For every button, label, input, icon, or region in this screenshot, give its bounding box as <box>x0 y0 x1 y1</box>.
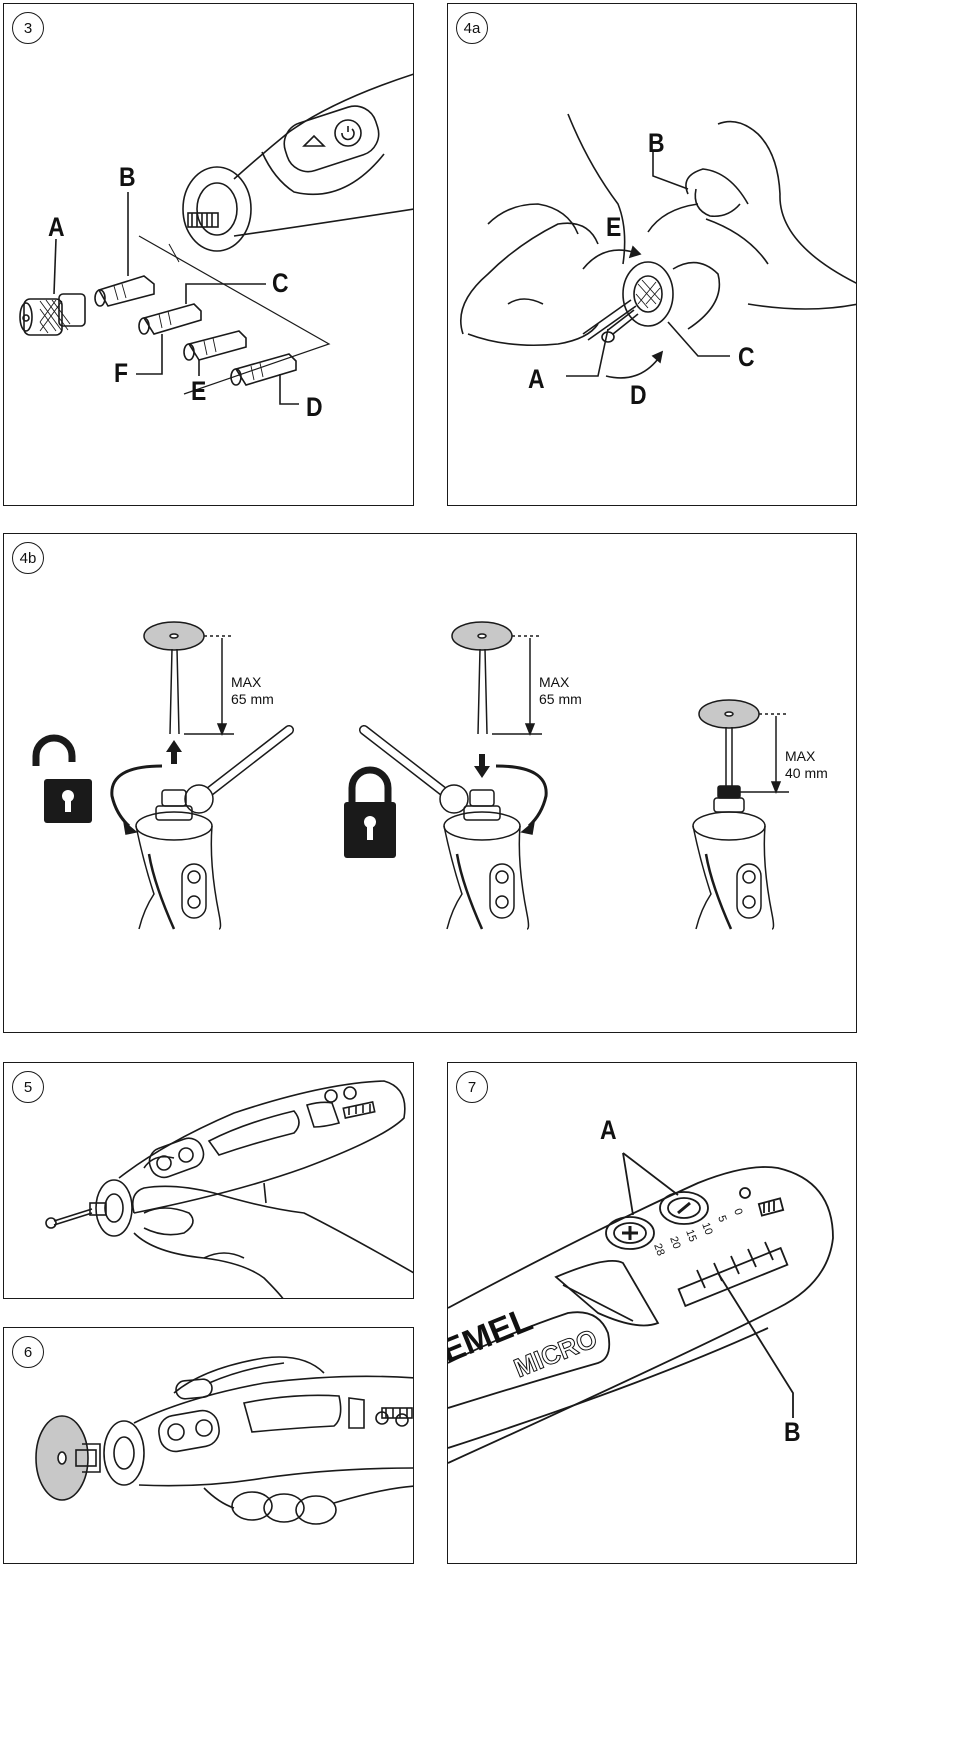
figure-6: 6 <box>3 1327 414 1564</box>
speed-mark: 20 <box>667 1235 682 1251</box>
pen-grip-illustration <box>45 1080 413 1298</box>
figure-number: 6 <box>12 1336 44 1368</box>
accessory-length-illustration <box>32 621 789 930</box>
figure-number: 4b <box>12 542 44 574</box>
speed-mark: 0 <box>731 1207 744 1217</box>
measurement-label: MAX <box>539 674 570 690</box>
measurement-label: MAX <box>785 748 816 764</box>
speed-mark: 10 <box>699 1221 714 1237</box>
figure-7: 7 <box>447 1062 857 1564</box>
label-a: A <box>600 1115 617 1145</box>
measurement-value: 40 mm <box>785 765 828 781</box>
label-a: A <box>528 364 545 394</box>
measurement-label: MAX <box>231 674 262 690</box>
collet-tightening-illustration <box>459 113 856 379</box>
figure-4b: 4b <box>3 533 857 1033</box>
label-b: B <box>119 162 136 192</box>
speed-mark: 15 <box>683 1228 698 1244</box>
figure-number: 4a <box>456 12 488 44</box>
figure-3: 3 <box>3 3 414 506</box>
measurement-value: 65 mm <box>231 691 274 707</box>
label-f: F <box>114 358 129 388</box>
figure-number: 7 <box>456 1071 488 1103</box>
figure-number: 3 <box>12 12 44 44</box>
label-e: E <box>606 212 622 242</box>
speed-mark: 28 <box>651 1242 666 1258</box>
golf-grip-illustration <box>35 1356 413 1525</box>
locked-padlock-icon <box>344 766 396 858</box>
label-b: B <box>784 1417 801 1447</box>
figure-5: 5 <box>3 1062 414 1299</box>
label-d: D <box>630 380 647 410</box>
measurement-value: 65 mm <box>539 691 582 707</box>
speed-marks: 28 20 15 10 5 0 <box>651 1207 744 1258</box>
measurement-left: MAX 65 mm <box>231 674 274 708</box>
measurement-middle: MAX 65 mm <box>539 674 582 708</box>
label-c: C <box>738 342 755 372</box>
figure-number: 5 <box>12 1071 44 1103</box>
label-e: E <box>191 376 207 406</box>
figure-4a: 4a <box>447 3 857 506</box>
measurement-right: MAX 40 mm <box>785 748 828 782</box>
label-b: B <box>648 128 665 158</box>
collet-parts-illustration <box>19 73 413 405</box>
label-a: A <box>48 212 65 242</box>
speed-mark: 5 <box>715 1214 728 1224</box>
label-c: C <box>272 268 289 298</box>
label-d: D <box>306 392 323 422</box>
speed-control-illustration: 28 20 15 10 5 0 DREMEL MICRO <box>448 1152 834 1464</box>
unlocked-padlock-icon <box>32 734 92 823</box>
